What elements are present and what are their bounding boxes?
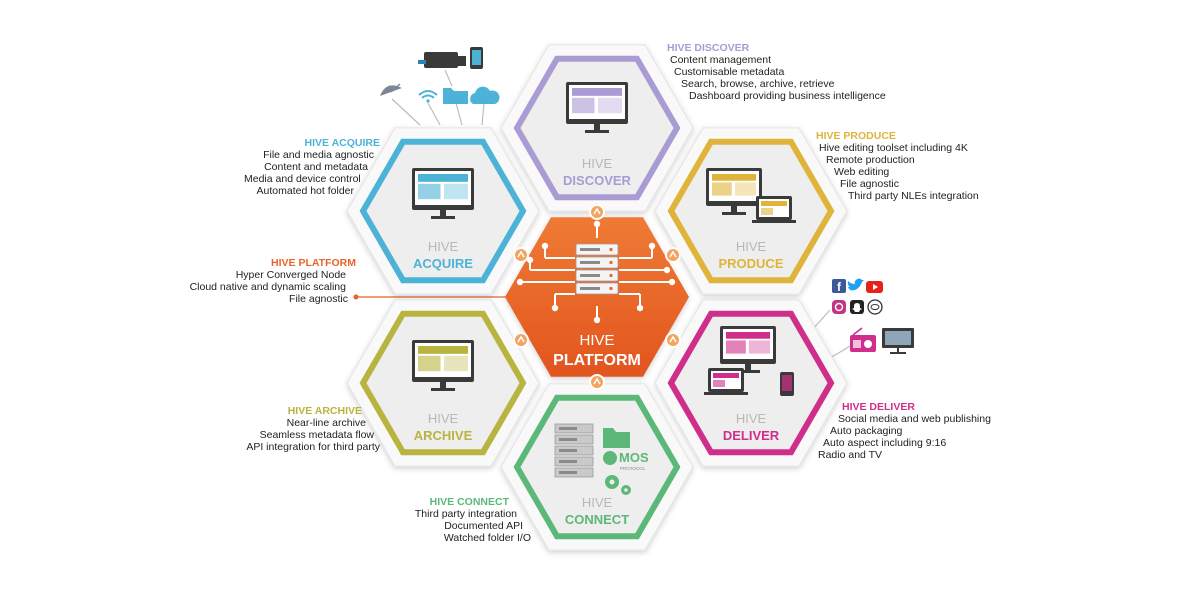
facebook-icon: f <box>832 279 846 294</box>
platform-heading: HIVE PLATFORM <box>271 257 356 269</box>
deliver-laptop-icon <box>704 368 748 395</box>
acquire-line-2: Content and metadata <box>264 161 368 173</box>
acquire-heading: HIVE ACQUIRE <box>304 137 380 149</box>
video-camera-icon <box>418 52 466 68</box>
produce-line-4: File agnostic <box>840 178 899 190</box>
instagram-icon <box>832 300 846 314</box>
produce-line-3: Web editing <box>834 166 890 178</box>
produce-line-2: Remote production <box>826 154 915 166</box>
deliver-line-2: Auto packaging <box>830 425 903 437</box>
link-badge-icon <box>513 332 529 348</box>
produce-line-5: Third party NLEs integration <box>848 190 979 202</box>
mos-logo-text: MOS <box>619 450 649 465</box>
discover-line-2: Customisable metadata <box>674 66 785 78</box>
acquire-monitor-icon <box>412 168 474 219</box>
snapchat-icon <box>850 300 864 314</box>
platform-hex: HIVE PLATFORM <box>505 217 689 377</box>
archive-line-3: API integration for third party <box>246 441 380 453</box>
youtube-icon <box>866 281 883 293</box>
mobile-phone-icon <box>470 47 483 69</box>
link-badge-icon <box>665 332 681 348</box>
platform-line-1: Hyper Converged Node <box>235 269 346 281</box>
acquire-hex-label-bottom: ACQUIRE <box>413 256 473 271</box>
archive-heading: HIVE ARCHIVE <box>287 405 362 417</box>
acquire-source-icons <box>380 47 500 104</box>
platform-line-2: Cloud native and dynamic scaling <box>189 281 346 293</box>
archive-hex-label-bottom: ARCHIVE <box>414 428 473 443</box>
connect-hex-label-top: HIVE <box>582 495 613 510</box>
connect-line-3: Watched folder I/O <box>443 532 531 544</box>
link-badge-icon <box>589 204 605 220</box>
deliver-target-icons: f <box>832 278 914 354</box>
acquire-line-1: File and media agnostic <box>263 149 374 161</box>
connect-hex-label-bottom: CONNECT <box>565 512 629 527</box>
deliver-line-4: Radio and TV <box>818 449 883 461</box>
deliver-heading: HIVE DELIVER <box>842 401 915 413</box>
archive-line-2: Seamless metadata flow <box>259 429 374 441</box>
produce-hex-label-top: HIVE <box>736 239 767 254</box>
folder-icon <box>603 428 630 448</box>
connect-description: HIVE CONNECT Third party integration Doc… <box>405 496 531 544</box>
produce-heading: HIVE PRODUCE <box>816 130 896 142</box>
gears-icon <box>605 475 631 495</box>
deliver-line-3: Auto aspect including 9:16 <box>823 437 947 449</box>
connect-line-2: Documented API <box>444 520 523 532</box>
deliver-monitor-icon <box>720 326 776 373</box>
mos-logo-subtext: PROTOCOL <box>620 466 646 471</box>
acquire-description: HIVE ACQUIRE File and media agnostic Con… <box>244 137 380 197</box>
platform-hex-label-top: HIVE <box>579 332 614 349</box>
link-badge-icon <box>513 247 529 263</box>
server-stack-icon <box>516 220 676 324</box>
connector-lines <box>391 69 853 359</box>
archive-hex-label-top: HIVE <box>428 411 459 426</box>
deliver-description: HIVE DELIVER Social media and web publis… <box>818 401 991 461</box>
archive-monitor-icon <box>412 340 474 391</box>
acquire-hex-label-top: HIVE <box>428 239 459 254</box>
cloud-icon <box>470 86 500 104</box>
produce-description: HIVE PRODUCE Hive editing toolset includ… <box>816 130 979 202</box>
weibo-icon <box>867 299 883 315</box>
circuit-lines <box>522 226 670 318</box>
platform-pointer <box>353 294 508 300</box>
acquire-line-4: Automated hot folder <box>256 185 354 197</box>
discover-line-3: Search, browse, archive, retrieve <box>681 78 835 90</box>
discover-line-4: Dashboard providing business intelligenc… <box>689 90 886 102</box>
satellite-dish-icon <box>380 83 402 96</box>
server-rack-icon <box>554 423 594 478</box>
deliver-hex-label-top: HIVE <box>736 411 767 426</box>
connect-line-1: Third party integration <box>414 508 517 520</box>
folder-icon <box>443 88 468 104</box>
produce-hex-label-bottom: PRODUCE <box>718 256 783 271</box>
produce-laptop-icon <box>752 196 796 223</box>
deliver-line-1: Social media and web publishing <box>838 413 991 425</box>
platform-line-3: File agnostic <box>289 293 348 305</box>
platform-description: HIVE PLATFORM Hyper Converged Node Cloud… <box>182 257 358 305</box>
discover-hex-label-bottom: DISCOVER <box>563 173 632 188</box>
discover-heading: HIVE DISCOVER <box>667 42 750 54</box>
twitter-icon <box>847 278 864 291</box>
wifi-icon <box>418 90 438 103</box>
produce-line-1: Hive editing toolset including 4K <box>819 142 968 154</box>
platform-hex-label-bottom: PLATFORM <box>553 352 641 369</box>
discover-hex-label-top: HIVE <box>582 156 613 171</box>
archive-description: HIVE ARCHIVE Near-line archive Seamless … <box>246 405 380 453</box>
svg-text:f: f <box>837 280 842 294</box>
deliver-hex: HIVE DELIVER <box>654 299 848 467</box>
archive-line-1: Near-line archive <box>286 417 366 429</box>
link-badge-icon <box>589 374 605 390</box>
discover-line-1: Content management <box>670 54 771 66</box>
produce-monitor-icon <box>706 168 762 215</box>
acquire-line-3: Media and device control <box>244 173 361 185</box>
link-badge-icon <box>665 247 681 263</box>
radio-icon <box>850 327 876 352</box>
tv-icon <box>882 328 914 354</box>
discover-monitor-icon <box>566 82 628 133</box>
connect-heading: HIVE CONNECT <box>429 496 509 508</box>
deliver-hex-label-bottom: DELIVER <box>723 428 780 443</box>
discover-description: HIVE DISCOVER Content management Customi… <box>667 42 886 102</box>
deliver-phone-icon <box>780 372 794 396</box>
